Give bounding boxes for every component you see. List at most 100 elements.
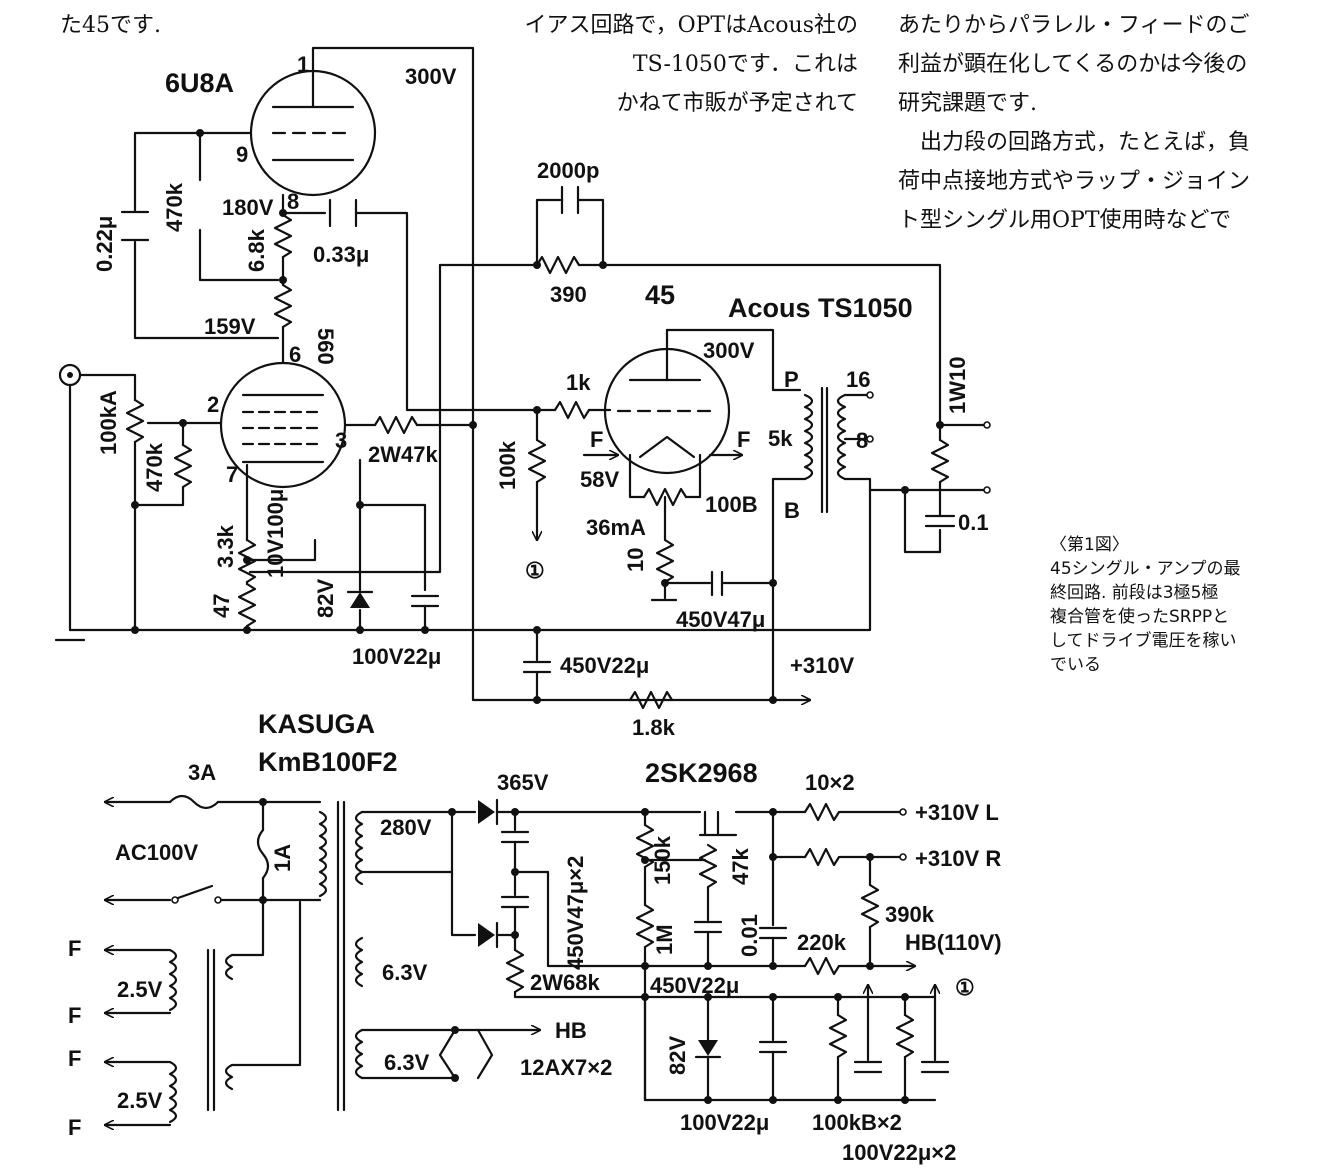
label-82v-a: 82V — [313, 579, 338, 618]
text-column-right: あたりからパラレル・フィードのご 利益が顕在化してくるのかは今後の 研究課題です… — [898, 6, 1250, 240]
label-450v22u-a: 450V22μ — [560, 653, 649, 678]
label-kmb100f2: KmB100F2 — [258, 747, 398, 777]
label-45: 45 — [645, 280, 675, 310]
power-supply-wiring — [103, 794, 950, 1125]
label-pin3: 3 — [335, 428, 347, 453]
label-f-left: F — [590, 427, 603, 452]
label-450v22u-b: 450V22μ — [650, 973, 739, 998]
label-100v22u-a: 100V22μ — [352, 644, 441, 669]
label-300v-top: 300V — [405, 64, 457, 89]
label-1-8k: 1.8k — [632, 715, 676, 740]
label-6-3v-b: 6.3V — [384, 1050, 430, 1075]
label-ac100v: AC100V — [115, 840, 198, 865]
text-line: TS-1050です．これは — [632, 52, 858, 77]
label-f-2: F — [68, 1003, 81, 1028]
label-2sk2968: 2SK2968 — [645, 758, 758, 788]
label-kasuga: KASUGA — [258, 709, 375, 739]
label-10v100u: 10V100μ — [263, 489, 288, 578]
label-47: 47 — [209, 594, 234, 618]
label-1k: 1k — [566, 370, 591, 395]
text-line: あたりからパラレル・フィードのご — [898, 13, 1250, 38]
label-2-5v-b: 2.5V — [117, 1088, 163, 1113]
label-b310: +310V — [790, 653, 855, 678]
tube-6u8a-triode — [249, 53, 377, 197]
label-out-r: +310V R — [915, 846, 1001, 871]
text-line: 利益が顕在化してくるのかは今後の — [898, 52, 1248, 77]
schematic-labels: 6U8A 1 300V 9 180V 8 0.22μ 470k 6.8k 0.3… — [68, 52, 1002, 1165]
label-f-3: F — [68, 1046, 81, 1071]
text-line: ト型シングル用OPT使用時などで — [898, 208, 1232, 233]
label-opt: Acous TS1050 — [728, 293, 913, 323]
label-470k-b: 470k — [142, 442, 167, 492]
label-out-l: +310V L — [915, 800, 999, 825]
text-line: かねて市販が予定されて — [616, 91, 858, 116]
label-opt-b: B — [784, 498, 800, 523]
label-450v47ux2: 450V47μ×2 — [563, 856, 588, 970]
label-450v47u: 450V47μ — [676, 607, 765, 632]
label-12ax7x2: 12AX7×2 — [520, 1055, 612, 1080]
label-c033: 0.33μ — [313, 242, 369, 267]
label-opt-16: 16 — [846, 367, 870, 392]
label-circle1-b: ① — [955, 975, 975, 1000]
label-150k: 150k — [650, 835, 675, 885]
label-hb110: HB(110V) — [905, 930, 1002, 955]
text-line: 荷中点接地方式やラップ・ジョイン — [898, 169, 1251, 194]
caption-line: でいる — [1050, 655, 1101, 675]
label-100kbx2: 100kB×2 — [812, 1110, 902, 1135]
label-opt-5k: 5k — [768, 426, 793, 451]
text-column-left: た45です. — [60, 6, 161, 45]
text-line: 研究課題です. — [898, 91, 1037, 116]
caption-line: 〈第1図〉 — [1050, 535, 1129, 555]
label-0-01: 0.01 — [737, 914, 762, 957]
label-c022: 0.22μ — [92, 216, 117, 272]
text-line: イアス回路で，OPTはAcous社の — [524, 13, 858, 38]
text-line: 出力段の回路方式，たとえば，負 — [898, 130, 1251, 155]
tube-6u8a-pentode — [219, 361, 347, 489]
label-pin7: 7 — [226, 462, 238, 487]
label-fuse-3a: 3A — [188, 760, 216, 785]
label-1m: 1M — [652, 924, 677, 955]
label-280v: 280V — [380, 815, 432, 840]
label-pin6: 6 — [289, 342, 301, 367]
label-opt-8: 8 — [856, 428, 868, 453]
label-2000p: 2000p — [537, 158, 599, 183]
label-58v: 58V — [580, 467, 619, 492]
text-line: た45です. — [60, 13, 161, 38]
label-1w10: 1W10 — [945, 357, 970, 414]
label-2w68k: 2W68k — [530, 970, 600, 995]
label-390k: 390k — [885, 902, 935, 927]
label-220k: 220k — [797, 930, 847, 955]
caption-line: 複合管を使ったSRPPと — [1050, 607, 1230, 627]
label-2w47k: 2W47k — [368, 442, 438, 467]
label-100ka: 100kA — [96, 390, 121, 455]
label-10: 10 — [623, 548, 648, 572]
label-f-4: F — [68, 1115, 81, 1140]
label-fuse-1a: 1A — [270, 844, 295, 872]
label-180v: 180V — [222, 195, 274, 220]
label-365v: 365V — [497, 770, 549, 795]
label-10x2: 10×2 — [805, 770, 855, 795]
label-100v22u-b: 100V22μ — [680, 1110, 769, 1135]
label-f-right: F — [737, 427, 750, 452]
label-pin2: 2 — [207, 392, 219, 417]
junction-dots — [131, 129, 944, 1104]
label-f-1: F — [68, 936, 81, 961]
label-82v-b: 82V — [665, 1036, 690, 1075]
label-pin1: 1 — [297, 52, 309, 77]
label-390: 390 — [550, 282, 587, 307]
label-47k: 47k — [728, 848, 753, 885]
label-2-5v-a: 2.5V — [117, 977, 163, 1002]
label-0-1: 0.1 — [958, 510, 989, 535]
label-100k: 100k — [495, 440, 520, 490]
label-100v22ux2: 100V22μ×2 — [842, 1140, 956, 1165]
label-pin9: 9 — [236, 142, 248, 167]
label-6-8k: 6.8k — [244, 228, 269, 272]
label-36ma: 36mA — [586, 515, 646, 540]
label-100b: 100B — [705, 492, 758, 517]
label-6-3v-a: 6.3V — [382, 960, 428, 985]
text-column-middle: イアス回路で，OPTはAcous社の TS-1050です．これは かねて市販が予… — [470, 6, 858, 123]
label-300v-45: 300V — [703, 338, 755, 363]
figure-caption: 〈第1図〉 45シングル・アンプの最 終回路. 前段は3極5極 複合管を使ったS… — [1050, 533, 1240, 677]
